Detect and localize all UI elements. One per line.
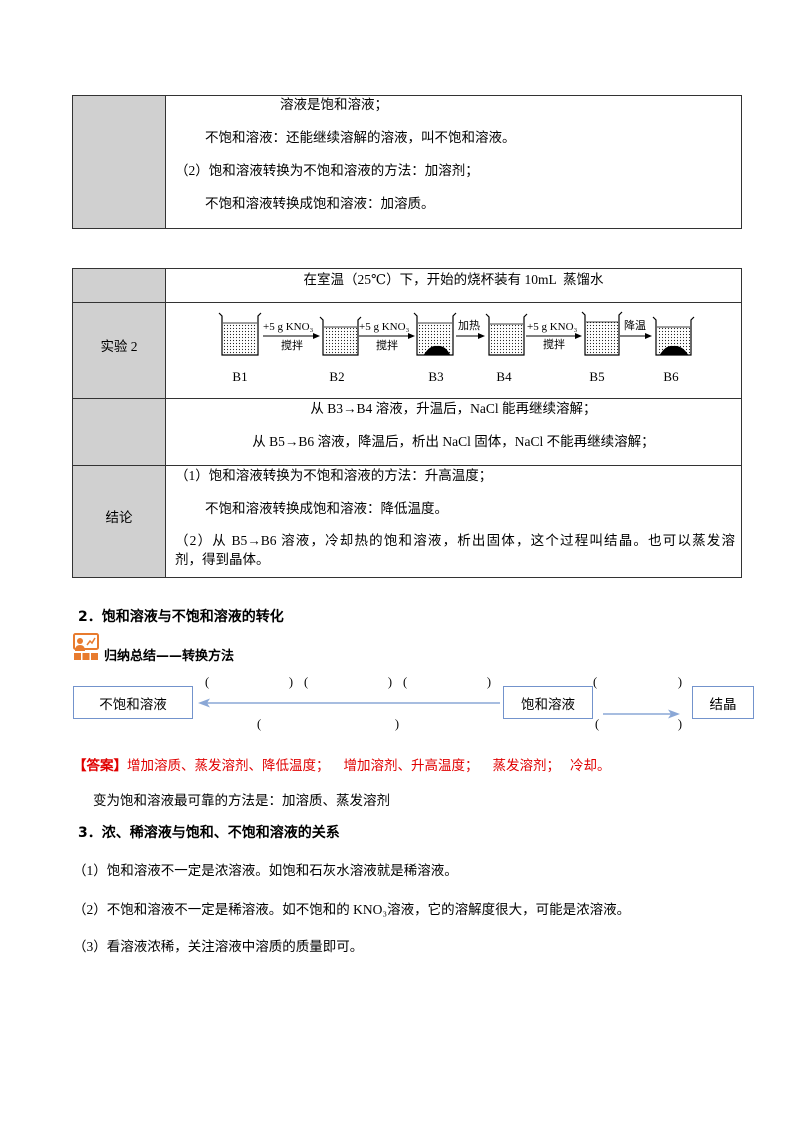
step-sublabel: 搅拌 (543, 337, 565, 351)
blank-open: ( (403, 675, 408, 689)
answer-item: 增加溶剂、升高温度； (343, 758, 479, 773)
blank-close: ) (394, 717, 399, 731)
answer-item: 增加溶质、蒸发溶剂、降低温度； (127, 758, 330, 773)
answer-blank: () (593, 673, 682, 691)
summary-subheading: 归纳总结——转换方法 (104, 649, 235, 664)
table-label-cell (73, 96, 166, 228)
beaker-b5 (581, 311, 623, 356)
blank-close: ) (387, 675, 392, 689)
undissolved-solid (424, 345, 450, 355)
blank-open: ( (257, 717, 262, 731)
section-3-heading: 3．浓、稀溶液与饱和、不饱和溶液的关系 (78, 825, 340, 841)
teacher-icon (73, 633, 99, 660)
crystallization-box: 结晶 (692, 686, 754, 719)
conclusion-line: （1）饱和溶液转换为不饱和溶液的方法：升高温度； (175, 468, 493, 483)
answer-blank: () (595, 715, 682, 733)
step-arrow-1: +5 g KNO₃ 搅拌 (263, 321, 320, 352)
blank-open: ( (595, 717, 600, 731)
beaker-b3 (413, 312, 457, 356)
saturated-solution-box: 饱和溶液 (503, 686, 593, 719)
step-arrow-2: +5 g KNO₃ 搅拌 (359, 321, 415, 352)
blank-open: ( (304, 675, 309, 689)
step-sublabel: 搅拌 (376, 338, 398, 352)
answer-blank: () (257, 715, 399, 733)
blank-close: ) (288, 675, 293, 689)
answer-item: 冷却。 (570, 758, 611, 773)
observation-line: 从 B3→B4 溶液，升温后，NaCl 能再继续溶解； (310, 401, 597, 416)
conclusion-line: 剂，得到晶体。 (175, 552, 270, 567)
step-label: +5 g KNO₃ (359, 321, 410, 333)
row-divider (73, 465, 741, 466)
beaker-label: B5 (589, 369, 604, 384)
step-label: 加热 (458, 319, 480, 332)
paragraph: （2）不饱和溶液不一定是稀溶液。如不饱和的 KNO₃溶液，它的溶解度很大，可能是… (73, 902, 631, 917)
beaker-label: B6 (663, 369, 679, 384)
conversion-arrows (198, 698, 680, 719)
blank-close: ) (677, 675, 682, 689)
method-note: 变为饱和溶液最可靠的方法是：加溶质、蒸发溶剂 (93, 793, 390, 808)
table-line: （2）饱和溶液转换为不饱和溶液的方法：加溶剂； (175, 163, 479, 178)
saturation-method-table: 溶液是饱和溶液； 不饱和溶液：还能继续溶解的溶液，叫不饱和溶液。 （2）饱和溶液… (72, 95, 742, 229)
beaker-label: B3 (428, 369, 443, 384)
experiment-label: 实验 2 (100, 339, 138, 354)
paragraph: （1）饱和溶液不一定是浓溶液。如饱和石灰水溶液就是稀溶液。 (73, 863, 458, 878)
answer-item: 蒸发溶剂； (492, 758, 561, 773)
table-line: 不饱和溶液转换成饱和溶液：加溶质。 (205, 196, 435, 211)
answer-blank: () (403, 673, 491, 691)
conclusion-label: 结论 (105, 510, 133, 525)
blank-close: ) (486, 675, 491, 689)
step-label: +5 g KNO₃ (527, 321, 578, 333)
observation-line: 从 B5→B6 溶液，降温后，析出 NaCl 固体，NaCl 不能再继续溶解； (252, 434, 655, 449)
conclusion-line: 不饱和溶液转换成饱和溶液：降低温度。 (205, 501, 448, 516)
beaker-b2 (319, 316, 362, 356)
step-sublabel: 搅拌 (281, 338, 303, 352)
beaker-label: B4 (496, 369, 512, 384)
beaker-diagram: +5 g KNO₃ 搅拌 +5 g KNO₃ 搅拌 加热 +5 g KNO₃ 搅… (218, 311, 695, 384)
step-arrow-4: +5 g KNO₃ 搅拌 (526, 321, 582, 351)
section-2-heading: 2．饱和溶液与不饱和溶液的转化 (78, 609, 284, 625)
beaker-label: B2 (329, 369, 344, 384)
precipitated-solid (660, 345, 688, 355)
beaker-b6 (652, 316, 695, 356)
answer-label: 【答案】 (73, 758, 127, 773)
beaker-b1 (218, 312, 262, 356)
answer-blank: () (205, 673, 293, 691)
beaker-b4 (485, 313, 528, 356)
blank-open: ( (593, 675, 598, 689)
blank-open: ( (205, 675, 210, 689)
table-line: 溶液是饱和溶液； (280, 97, 388, 112)
row-divider (73, 398, 741, 399)
step-label: 降温 (624, 318, 646, 332)
paragraph: （3）看溶液浓稀，关注溶液中溶质的质量即可。 (73, 939, 364, 954)
answer-blank: () (304, 673, 392, 691)
step-label: +5 g KNO₃ (263, 321, 314, 333)
table-label-column (73, 269, 166, 577)
experiment-setup-text: 在室温（25℃）下，开始的烧杯装有 10mL 蒸馏水 (303, 272, 604, 287)
experiment-2-table: 在室温（25℃）下，开始的烧杯装有 10mL 蒸馏水 实验 2 (72, 268, 742, 578)
step-arrow-5: 降温 (620, 318, 652, 339)
answer-line: 【答案】增加溶质、蒸发溶剂、降低温度； 增加溶剂、升高温度； 蒸发溶剂； 冷却。 (73, 757, 611, 775)
unsaturated-solution-box: 不饱和溶液 (73, 686, 193, 719)
conclusion-line: （2）从 B5→B6 溶液，冷却热的饱和溶液，析出固体，这个过程叫结晶。也可以蒸… (175, 533, 735, 548)
row-divider (73, 302, 741, 303)
table-line: 不饱和溶液：还能继续溶解的溶液，叫不饱和溶液。 (205, 130, 516, 145)
beaker-label: B1 (232, 369, 247, 384)
blank-close: ) (677, 717, 682, 731)
step-arrow-3: 加热 (456, 319, 485, 339)
